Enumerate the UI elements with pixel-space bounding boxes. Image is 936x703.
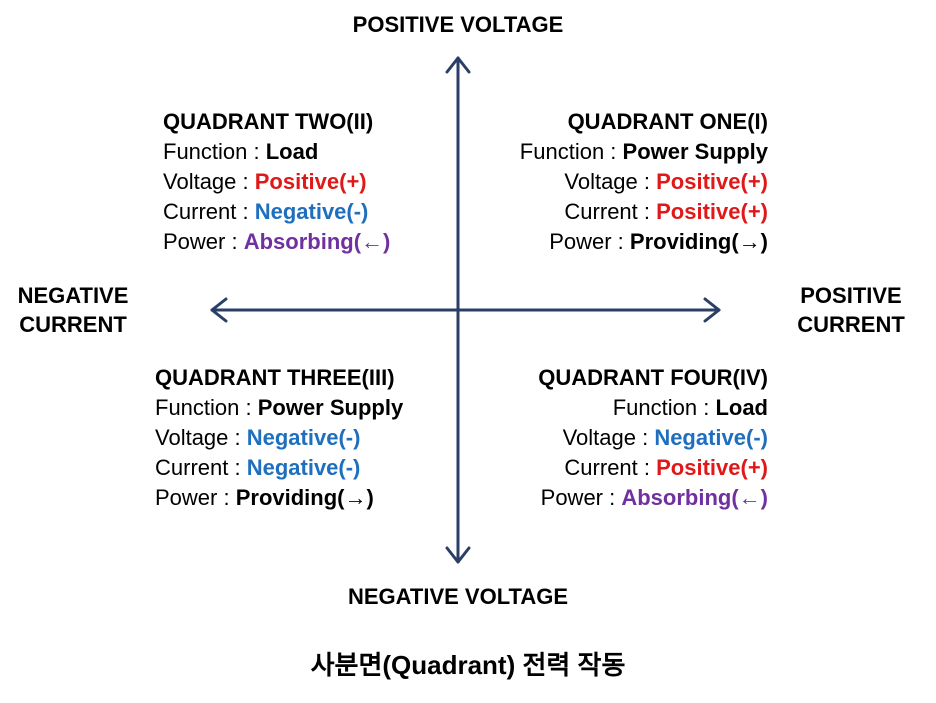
- quadrant-three: QUADRANT THREE(III) Function : Power Sup…: [155, 363, 403, 513]
- quadrant-three-power: Power : Providing(→): [155, 485, 374, 510]
- quadrant-one-function: Function : Power Supply: [519, 139, 768, 164]
- axis-label-negative-current-line1: NEGATIVE: [17, 283, 129, 308]
- axis-label-positive-current: POSITIVE CURRENT: [786, 281, 916, 339]
- quadrant-four-power: Power : Absorbing(←): [540, 485, 768, 510]
- quadrant-two: QUADRANT TWO(II) Function : Load Voltage…: [163, 107, 390, 257]
- quadrant-one-title: QUADRANT ONE(I): [567, 109, 768, 134]
- quadrant-three-function: Function : Power Supply: [155, 395, 404, 420]
- horizontal-axis-arrow-left: [210, 297, 228, 323]
- quadrant-three-voltage: Voltage : Negative(-): [155, 425, 361, 450]
- axis-label-negative-current: NEGATIVE CURRENT: [8, 281, 138, 339]
- vertical-axis-arrow-top: [445, 56, 471, 74]
- axis-label-negative-current-line2: CURRENT: [19, 312, 127, 337]
- horizontal-axis-arrow-right: [703, 297, 721, 323]
- vertical-axis-arrow-bottom: [445, 546, 471, 564]
- quadrant-three-current: Current : Negative(-): [155, 455, 361, 480]
- quadrant-two-title: QUADRANT TWO(II): [163, 109, 374, 134]
- axis-label-positive-current-line2: CURRENT: [797, 312, 905, 337]
- quadrant-four-title: QUADRANT FOUR(IV): [538, 365, 768, 390]
- quadrant-two-current: Current : Negative(-): [163, 199, 369, 224]
- quadrant-one-power: Power : Providing(→): [549, 229, 768, 254]
- quadrant-one-voltage: Voltage : Positive(+): [564, 169, 768, 194]
- quadrant-four-voltage: Voltage : Negative(-): [562, 425, 768, 450]
- quadrant-one-current: Current : Positive(+): [564, 199, 768, 224]
- quadrant-two-voltage: Voltage : Positive(+): [163, 169, 367, 194]
- quadrant-four: QUADRANT FOUR(IV) Function : Load Voltag…: [538, 363, 768, 513]
- quadrant-four-current: Current : Positive(+): [564, 455, 768, 480]
- axis-label-negative-voltage: NEGATIVE VOLTAGE: [347, 584, 568, 609]
- axis-label-positive-voltage: POSITIVE VOLTAGE: [352, 12, 564, 37]
- axis-label-positive-current-line1: POSITIVE: [800, 283, 902, 308]
- quadrant-one: QUADRANT ONE(I) Function : Power Supply …: [520, 107, 768, 257]
- quadrant-three-title: QUADRANT THREE(III): [155, 365, 395, 390]
- quadrant-two-function: Function : Load: [163, 139, 319, 164]
- diagram-caption: 사분면(Quadrant) 전력 작동: [310, 650, 626, 680]
- quadrant-two-power: Power : Absorbing(←): [163, 229, 391, 254]
- quadrant-four-function: Function : Load: [612, 395, 768, 420]
